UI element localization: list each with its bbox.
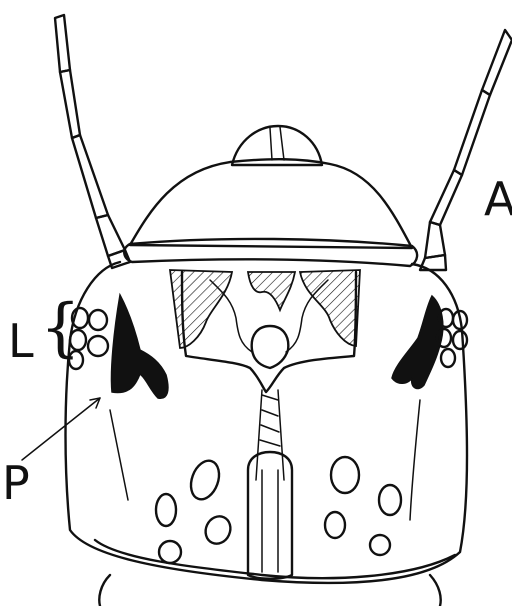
lateral-brace: {	[40, 296, 81, 360]
frons-central-knob	[252, 326, 289, 368]
frons-hatched-right	[300, 270, 360, 346]
front-band	[124, 239, 417, 266]
frons-hatched-center	[248, 272, 295, 310]
lateral-spots-label: L	[8, 318, 34, 364]
right-ocellus-spot	[392, 296, 443, 389]
pit-pointer	[22, 398, 100, 460]
left-antenna	[55, 15, 130, 268]
gular-plate	[248, 452, 292, 579]
frons-hatched-left	[170, 270, 232, 348]
left-lower-spots	[156, 457, 235, 563]
labrum-dome	[130, 159, 412, 248]
right-lower-spots	[325, 457, 401, 555]
pit-label: P	[2, 460, 30, 506]
epicranial-suture	[256, 390, 284, 480]
right-antenna	[420, 30, 512, 270]
antenna-label: A	[484, 176, 512, 222]
left-ocellus-spot	[111, 295, 167, 398]
